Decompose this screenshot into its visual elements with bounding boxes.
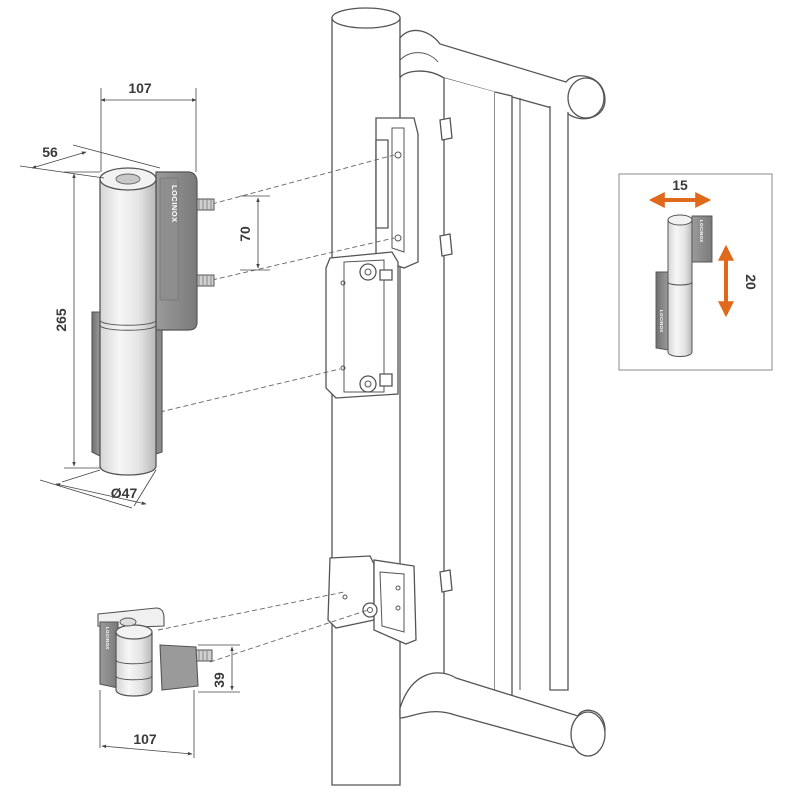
dim-top-width-label: 107 xyxy=(128,80,152,96)
top-hinge-barrel xyxy=(99,167,157,476)
top-hinge: LOCINOX xyxy=(91,167,215,476)
inset-brand-top: LOCINOX xyxy=(699,220,704,243)
dim-depth-label: 56 xyxy=(42,144,58,160)
bottom-hinge-barrel xyxy=(115,617,153,697)
dim-diameter-label: Ø47 xyxy=(111,485,138,501)
dim-bottom-height-label: 39 xyxy=(211,672,227,688)
inset-hinge: LOCINOX LOCINOX xyxy=(655,214,713,357)
post-mid-plate xyxy=(325,251,399,399)
alignment-lines xyxy=(157,154,395,663)
gate-top-rail xyxy=(399,29,606,120)
bottom-hinge-leaf: LOCINOX xyxy=(97,607,199,691)
gate-studs xyxy=(439,117,453,593)
vertical-adjust-label: 20 xyxy=(743,274,759,290)
gate-frame xyxy=(325,7,606,786)
horizontal-adjust-arrow: 15 xyxy=(648,177,712,208)
top-hinge-brand: LOCINOX xyxy=(170,185,179,223)
horizontal-adjust-label: 15 xyxy=(672,177,688,193)
gate-top-bracket xyxy=(375,117,419,269)
top-hinge-upper-leaf: LOCINOX xyxy=(155,171,198,331)
bottom-hinge: LOCINOX xyxy=(97,607,213,697)
top-hinge-dimensions: 107 56 265 70 Ø47 xyxy=(19,80,270,509)
vertical-adjust-arrow: 20 xyxy=(718,244,759,318)
adjustment-inset: LOCINOX LOCINOX 15 20 xyxy=(618,173,773,371)
dim-hole-spacing-label: 70 xyxy=(237,226,253,242)
bottom-hinge-dimensions: 107 39 xyxy=(99,644,240,758)
dim-bottom-width-label: 107 xyxy=(133,731,157,747)
bottom-hinge-bolt xyxy=(195,649,213,662)
inset-brand-bottom: LOCINOX xyxy=(659,310,664,333)
gate-vertical-rails xyxy=(443,78,569,701)
gate-bottom-rail xyxy=(399,672,606,757)
bottom-hinge-brand: LOCINOX xyxy=(105,627,110,650)
dim-height-label: 265 xyxy=(53,308,69,332)
post-lower-bracket xyxy=(327,555,417,645)
top-hinge-bolts xyxy=(195,198,215,287)
